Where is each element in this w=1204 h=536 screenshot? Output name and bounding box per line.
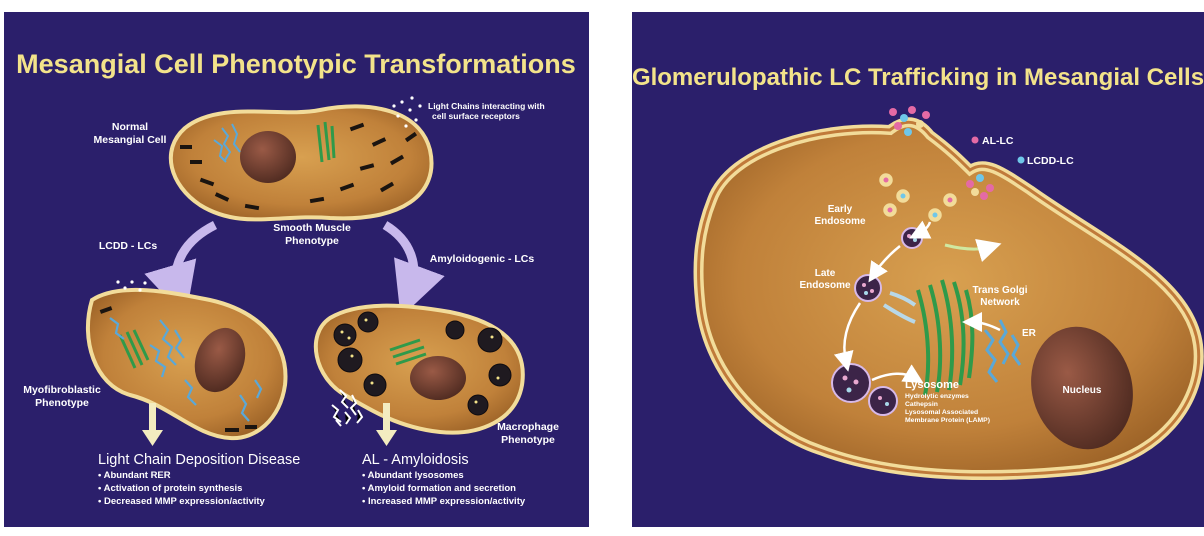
left-panel-title: Mesangial Cell Phenotypic Transformation… [16,49,576,79]
macrophage-cell-nucleus [410,356,466,400]
al-lc-legend-dot [972,137,979,144]
lcdd-disease-title: Light Chain Deposition Disease [98,452,300,468]
myofibroblastic-label-line1: Myofibroblastic [23,384,101,396]
normal-cell-label-line1: Normal [112,121,148,133]
lcdd-bullet-2: • Activation of protein synthesis [98,483,242,494]
lysosome-label: Lysosome [905,379,959,391]
trans-golgi-label-line1: Trans Golgi [972,285,1027,296]
al-bullet-3: • Increased MMP expression/activity [362,496,526,507]
left-panel: Mesangial Cell Phenotypic Transformation… [4,12,589,527]
macrophage-cell [316,306,523,433]
lcdd-lcs-label: LCDD - LCs [99,240,157,252]
amyloidogenic-lcs-label: Amyloidogenic - LCs [430,253,535,265]
lysosome-detail-2: Cathepsin [905,401,938,408]
smooth-muscle-label-line1: Smooth Muscle [273,222,351,234]
macrophage-label-line2: Phenotype [501,434,555,446]
normal-cell-nucleus [240,131,296,183]
trans-golgi-label-line2: Network [980,297,1020,308]
lysosome-detail-1: Hydrolytic enzymes [905,393,969,400]
right-panel: Glomerulopathic LC Trafficking in Mesang… [632,12,1204,527]
early-endosome [902,228,922,248]
normal-cell-label-line2: Mesangial Cell [94,134,167,146]
late-endosome [855,275,881,301]
lysosome-detail-3: Lysosomal Associated [905,409,978,416]
al-disease-title: AL - Amyloidosis [362,452,469,468]
right-panel-title: Glomerulopathic LC Trafficking in Mesang… [632,64,1204,91]
lcdd-lc-legend-dot [1018,157,1025,164]
al-lc-label: AL-LC [982,135,1014,147]
er-label: ER [1022,328,1037,339]
early-endosome-label-line1: Early [828,204,853,215]
lcdd-bullet-3: • Decreased MMP expression/activity [98,496,266,507]
lc-receptors-label-line1: Light Chains interacting with [428,101,545,111]
myofibroblastic-label-line2: Phenotype [35,397,89,409]
nucleus-label: Nucleus [1063,385,1102,396]
lcdd-lc-label: LCDD-LC [1027,155,1074,167]
smooth-muscle-label-line2: Phenotype [285,235,339,247]
macrophage-label-line1: Macrophage [497,421,559,433]
early-endosome-label-line2: Endosome [814,216,866,227]
lc-receptors-label-line2: cell surface receptors [432,111,520,121]
late-endosome-label-line2: Endosome [799,280,851,291]
normal-mesangial-cell [171,96,432,219]
lysosome-detail-4: Membrane Protein (LAMP) [905,417,990,424]
late-endosome-label-line1: Late [815,268,836,279]
lcdd-bullet-1: • Abundant RER [98,470,171,481]
al-bullet-1: • Abundant lysosomes [362,470,464,481]
left-panel-background [4,12,589,527]
al-bullet-2: • Amyloid formation and secretion [362,483,516,494]
